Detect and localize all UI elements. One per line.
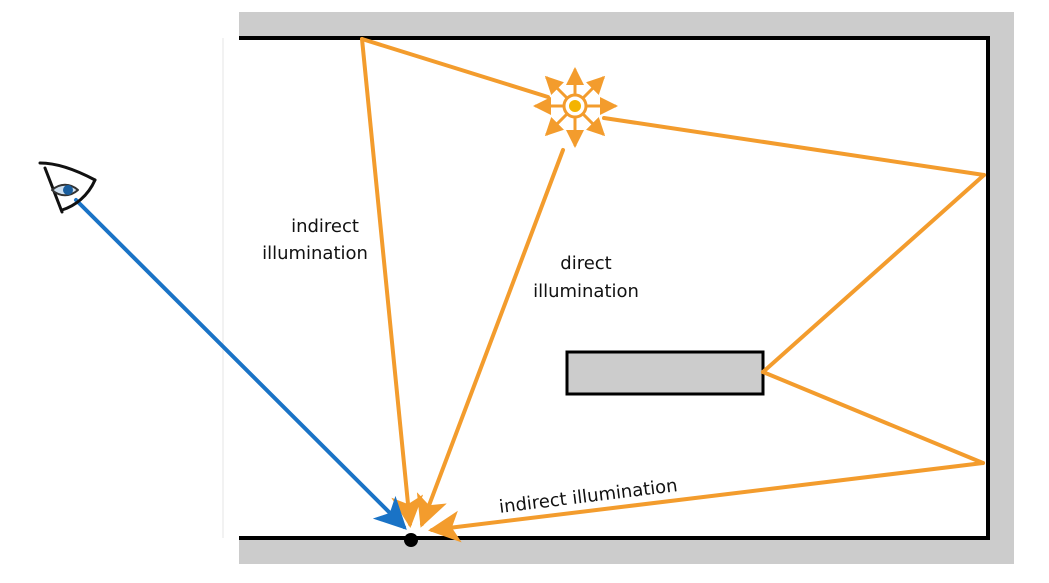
eye-icon [38, 161, 97, 214]
label-indirect-left-2: illumination [262, 243, 368, 264]
room [222, 12, 1014, 564]
occluder-box [565, 350, 765, 396]
path-box-to-right-wall [761, 370, 985, 465]
path-light-to-ceiling [360, 37, 550, 99]
light-source-icon [533, 67, 618, 148]
label-indirect-left-1: indirect [291, 216, 359, 237]
indirect-arrow-from-ceiling [360, 37, 424, 528]
light-paths [360, 37, 986, 543]
room-wall-shadow-right [988, 12, 1014, 564]
room-outline [239, 36, 990, 540]
label-direct-2: illumination [533, 281, 639, 302]
view-ray-arrow [74, 198, 407, 530]
direct-arrow-from-light [416, 148, 565, 528]
label-direct-1: direct [560, 253, 611, 274]
indirect-arrow-from-right-wall [428, 461, 985, 543]
room-wall-shadow-bottom [239, 538, 1014, 564]
shading-point [404, 533, 418, 547]
path-right-wall-to-box [761, 173, 986, 374]
room-wall-shadow-top [239, 12, 1014, 38]
path-light-to-right-wall [602, 116, 986, 177]
